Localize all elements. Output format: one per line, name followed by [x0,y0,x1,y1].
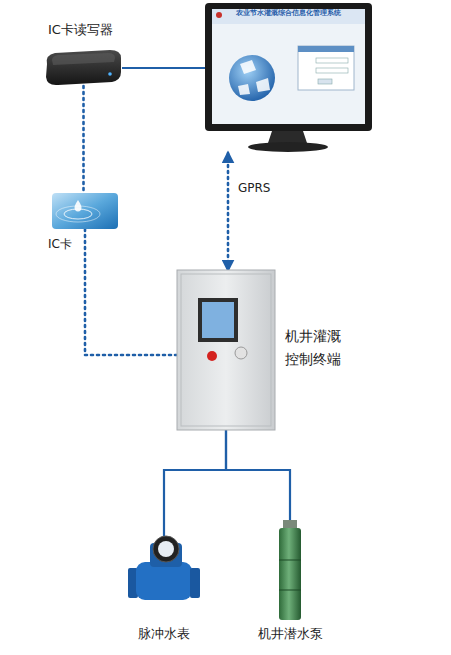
cabinet-lamp [235,347,247,359]
cabinet-door [181,274,271,426]
screen-globe [229,55,275,101]
dotted-link [227,153,230,270]
cabinet-display-frame [198,298,238,342]
meter-dial [158,541,174,557]
device-label: IC卡读写器 [48,22,113,38]
card-drop [74,200,81,212]
dotted-link [82,86,85,193]
screen-title: 农业节水灌溉综合信息化管理系统 [215,10,362,18]
ic-card-graphic [52,193,118,229]
screen-logo [216,12,222,18]
pump-band [279,590,301,591]
water-meter: 脉冲水表 [128,538,200,600]
reader-highlight [52,53,115,65]
screen-input [316,68,348,73]
meter-body [136,562,192,600]
device-label: IC卡 [48,237,72,251]
monitor-base [248,142,328,152]
screen-header [212,9,365,24]
monitor-bezel [205,3,372,131]
screen-button [318,79,332,84]
monitor-device [205,3,372,152]
device-label: 脉冲水表 [124,626,204,642]
reader-led [108,72,112,76]
meter-flange [190,568,200,598]
wire-link [226,430,290,520]
card-reader: IC卡读写器 [45,50,122,86]
cabinet-body [177,270,275,430]
device-label: 机井潜水泵 [250,626,330,642]
monitor-neck [268,131,307,143]
card-body [52,193,118,229]
water-meter-graphic [128,536,200,600]
pump-graphic [279,520,301,620]
submersible-pump: 机井潜水泵 [277,520,303,620]
control-terminal: 机井灌溉 控制终端 [177,270,275,430]
pump-band [279,560,301,561]
device-label: 机井灌溉 控制终端 [285,325,347,371]
monitor-screen [212,9,365,124]
card-reader-device [46,50,121,85]
screen-login-bar [298,46,354,52]
meter-lid [153,536,179,562]
control-cabinet [177,270,275,430]
reader-body [46,50,121,85]
wire-link [122,67,205,69]
link-label: GPRS [238,181,271,195]
dotted-link [85,229,177,355]
screen-login-panel [298,46,354,90]
monitor: 农业节水灌溉综合信息化管理系统 [205,3,372,153]
screen-input [316,58,348,63]
wire-link [164,430,226,538]
cabinet-button [207,351,217,361]
ic-card: IC卡 [52,193,118,229]
pump-body [279,528,301,620]
cabinet-display [202,302,234,338]
screen-puzzle [238,60,270,95]
